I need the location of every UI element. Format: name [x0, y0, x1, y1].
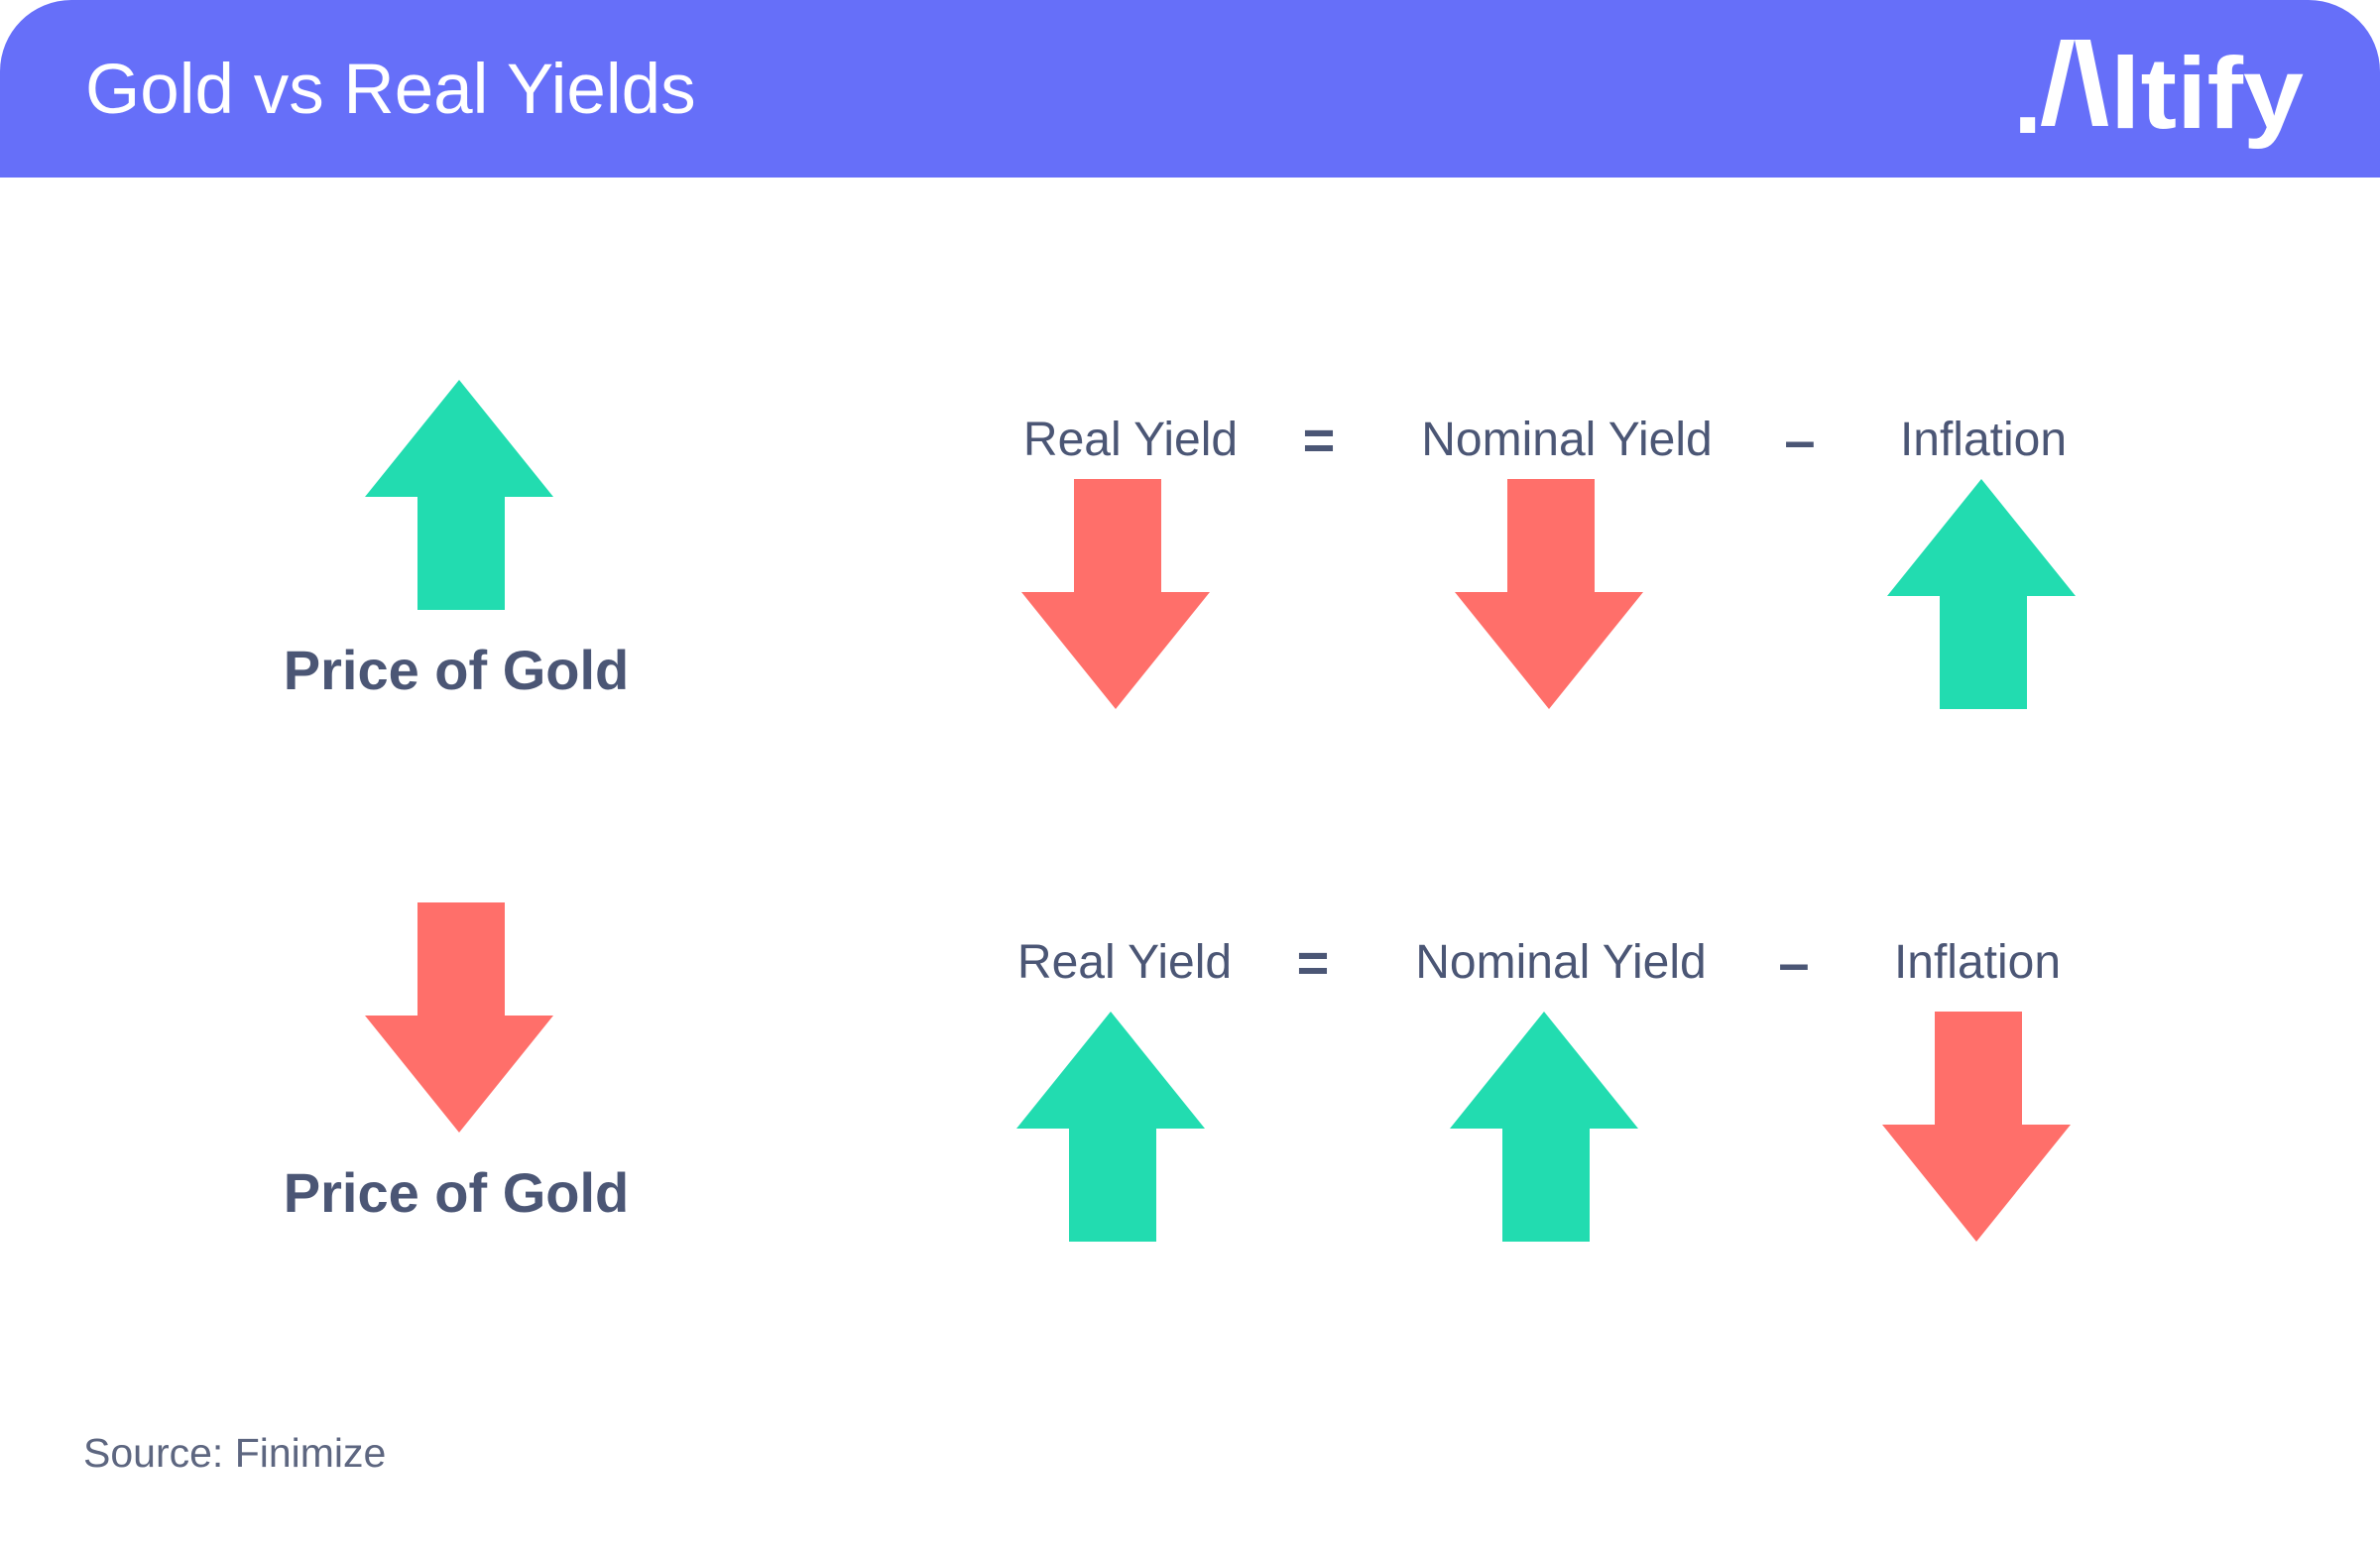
gold-down-arrow-icon	[365, 902, 553, 1133]
altify-logo: . ltify	[2013, 22, 2311, 151]
price-of-gold-label: Price of Gold	[283, 639, 630, 701]
real-yield-down-arrow-icon	[1021, 479, 1210, 709]
equals-sign: =	[1302, 409, 1336, 471]
real-yield-up-arrow-icon	[1016, 1012, 1205, 1242]
nominal-yield-label: Nominal Yield	[1415, 936, 1707, 989]
header-bar: Gold vs Real Yields . ltify	[0, 0, 2380, 178]
minus-sign: –	[1778, 931, 1810, 994]
minus-sign: –	[1784, 409, 1816, 471]
svg-text:ltify: ltify	[2110, 37, 2304, 150]
page-title: Gold vs Real Yields	[85, 51, 696, 129]
scenario-row-gold-down: Price of Gold Real Yield = Nominal Yield…	[0, 895, 2380, 1242]
inflation-down-arrow-icon	[1882, 1012, 2071, 1242]
nominal-yield-label: Nominal Yield	[1421, 414, 1713, 466]
nominal-yield-down-arrow-icon	[1455, 479, 1643, 709]
svg-text:.: .	[2013, 39, 2042, 151]
equals-sign: =	[1296, 931, 1330, 994]
inflation-label: Inflation	[1899, 414, 2068, 466]
real-yield-label: Real Yield	[1016, 936, 1233, 989]
price-of-gold-label: Price of Gold	[283, 1161, 630, 1224]
source-note: Source: Finimize	[83, 1430, 387, 1476]
scenario-row-gold-up: Price of Gold Real Yield = Nominal Yield…	[0, 372, 2380, 709]
real-yield-label: Real Yield	[1022, 414, 1239, 466]
nominal-yield-up-arrow-icon	[1450, 1012, 1638, 1242]
gold-up-arrow-icon	[365, 380, 553, 610]
inflation-label: Inflation	[1893, 936, 2062, 989]
inflation-up-arrow-icon	[1887, 479, 2076, 709]
